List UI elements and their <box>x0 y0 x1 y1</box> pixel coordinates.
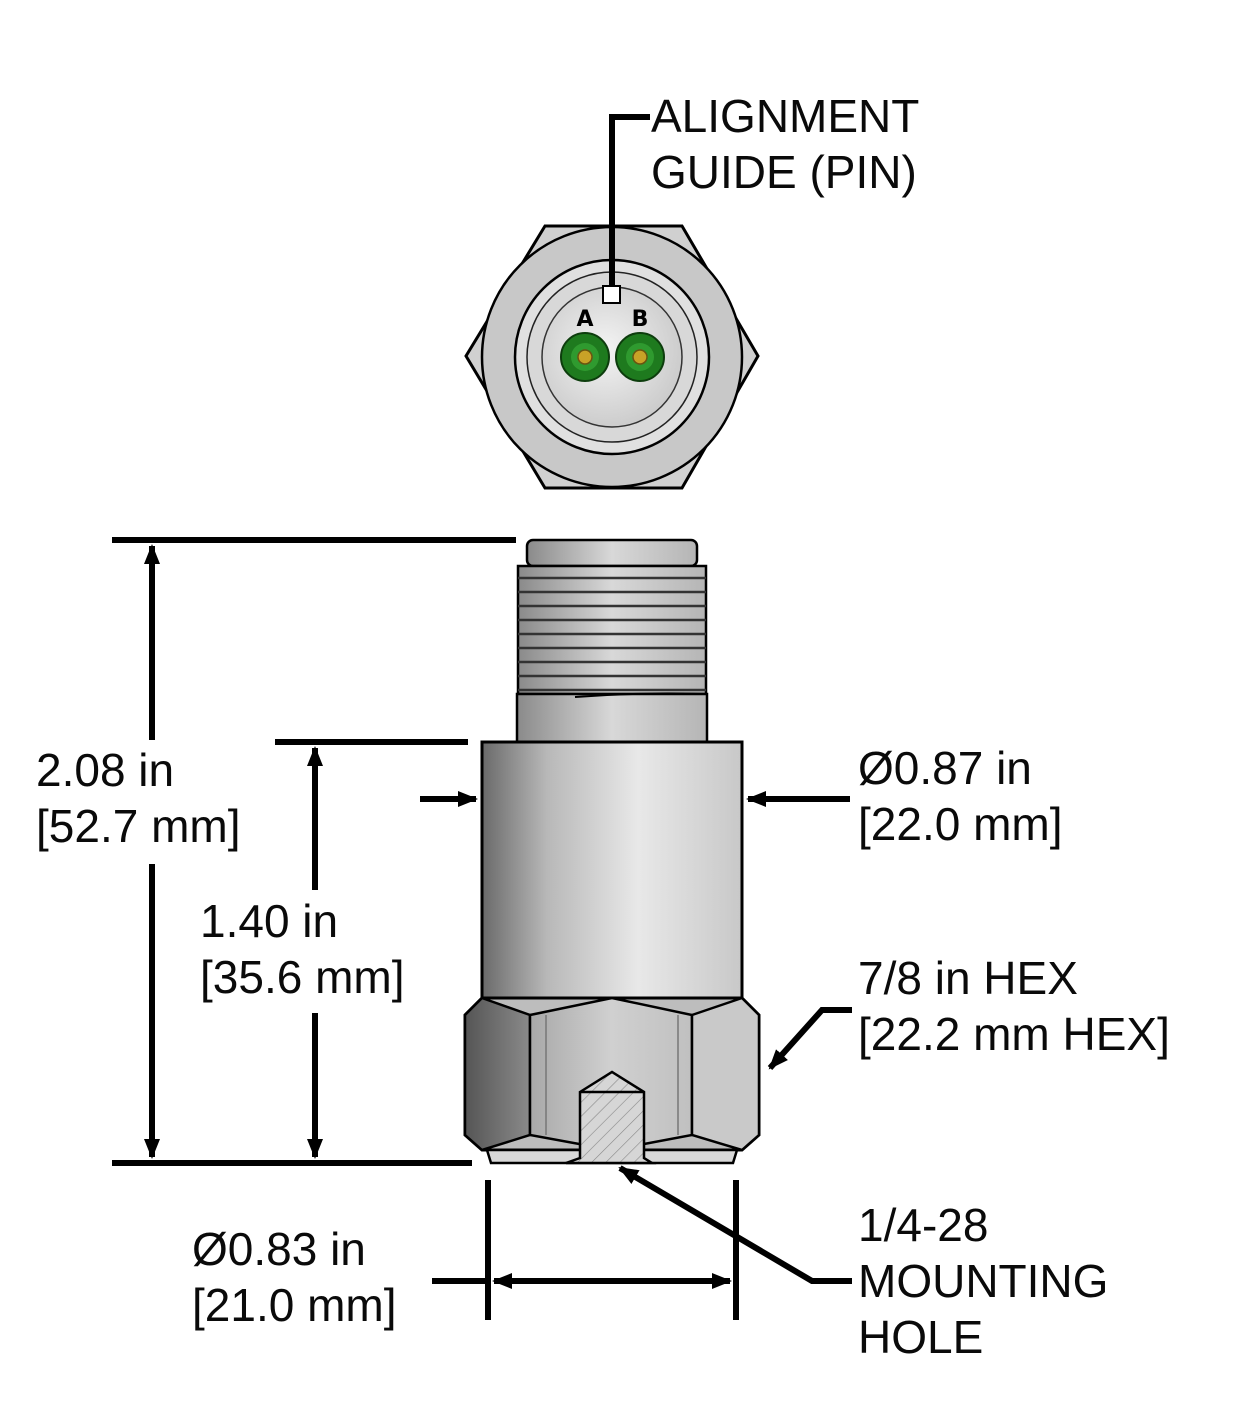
connector-top-view: A B <box>464 114 760 490</box>
sensor-hex <box>463 996 761 1152</box>
connector-neck <box>515 692 709 744</box>
alignment-guide-label: ALIGNMENT GUIDE (PIN) <box>651 90 920 198</box>
mounting-hole-section <box>565 1070 657 1165</box>
mounting-hole-label: 1/4-28 MOUNTING HOLE <box>858 1199 1109 1363</box>
dimension-lines <box>112 537 852 1320</box>
connector-cap <box>525 538 699 568</box>
body-height-label: 1.40 in [35.6 mm] <box>200 895 405 1003</box>
body-diameter-label: Ø0.87 in [22.0 mm] <box>858 742 1063 850</box>
pin-a-label: A <box>576 307 593 332</box>
pin-b <box>615 332 665 382</box>
connector-threads <box>516 564 708 696</box>
sensor-side-view <box>463 538 761 1165</box>
mounting-hole-leader <box>618 1165 852 1284</box>
alignment-pin-key <box>602 285 621 304</box>
hex-size-label: 7/8 in HEX [22.2 mm HEX] <box>858 952 1170 1060</box>
pin-a <box>560 332 610 382</box>
alignment-guide-leader <box>609 114 650 286</box>
hex-leader <box>767 1007 852 1071</box>
sensor-body <box>480 740 744 1004</box>
pin-b-label: B <box>632 307 649 332</box>
base-diameter-label: Ø0.83 in [21.0 mm] <box>192 1223 397 1331</box>
overall-height-label: 2.08 in [52.7 mm] <box>36 744 241 852</box>
